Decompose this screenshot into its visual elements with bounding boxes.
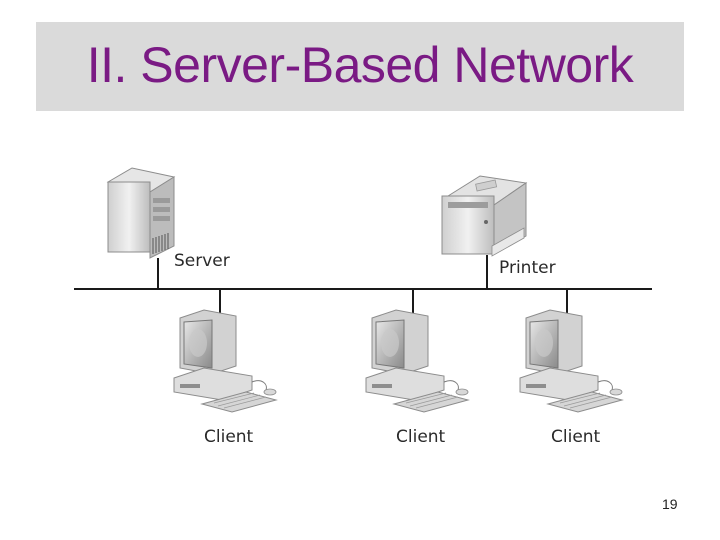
client-1-label: Client [204,427,254,447]
client-3-icon [519,309,624,413]
client-1-icon [173,309,278,413]
printer-label: Printer [499,258,556,278]
client-2-label: Client [396,427,446,447]
server-icon [106,167,176,259]
client-2-icon [365,309,470,413]
server-label: Server [174,251,230,271]
title-bar: II. Server-Based Network [36,22,684,111]
page-number: 19 [662,496,678,512]
slide-title: II. Server-Based Network [86,37,634,93]
client-3-label: Client [551,427,601,447]
printer-icon [441,175,528,257]
